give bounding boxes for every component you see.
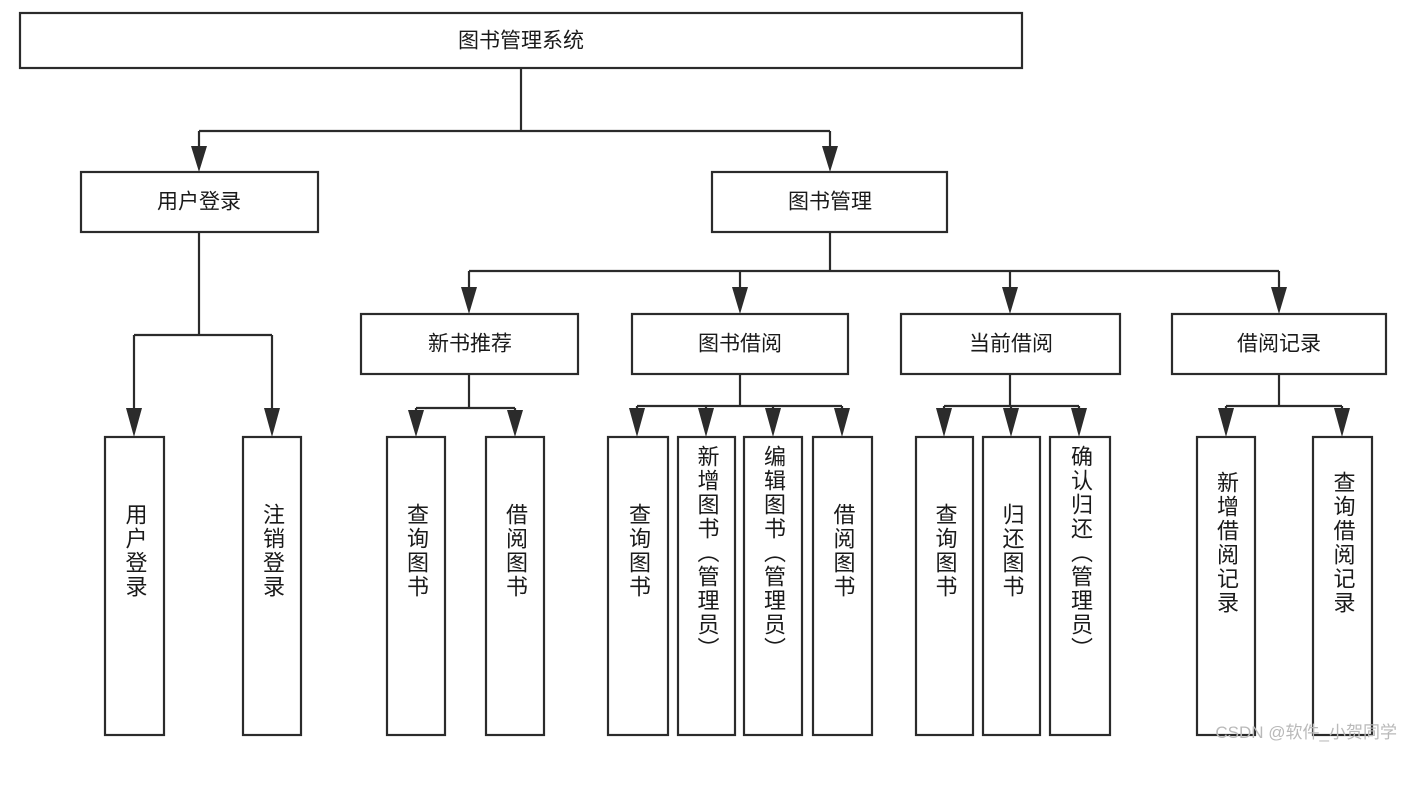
node-new-book-rec-box[interactable] <box>359 312 580 376</box>
connector-layer <box>126 68 1350 437</box>
node-leaf-cur-confirm-return-box[interactable] <box>1048 435 1112 737</box>
node-leaf-user-login-box[interactable] <box>103 435 166 737</box>
node-leaf-rec-add-record-box[interactable] <box>1195 435 1257 737</box>
arrowhead-user-login <box>191 146 207 172</box>
arrowhead-leaf-cur-return-book <box>1003 408 1019 437</box>
node-book-borrow-box[interactable] <box>630 312 850 376</box>
leaf-box-layer <box>103 435 1374 737</box>
node-book-borrow-label: 图书借阅 <box>698 333 782 356</box>
arrowhead-new-book-rec <box>461 287 477 314</box>
arrowhead-leaf-borrow-borrow-book <box>834 408 850 437</box>
arrowhead-leaf-cur-query-book <box>936 408 952 437</box>
node-leaf-rec-query-record-box[interactable] <box>1311 435 1374 737</box>
node-leaf-user-logout-box[interactable] <box>241 435 303 737</box>
node-book-manage-label: 图书管理 <box>788 191 872 214</box>
node-book-manage-box[interactable] <box>710 170 949 234</box>
csdn-watermark: CSDN @软件_小贺同学 <box>1215 723 1397 742</box>
arrowhead-leaf-cur-confirm-return <box>1071 408 1087 437</box>
arrowhead-leaf-user-logout <box>264 408 280 437</box>
node-leaf-cur-query-book-box[interactable] <box>914 435 975 737</box>
arrowhead-leaf-borrow-edit-book <box>765 408 781 437</box>
node-root-label: 图书管理系统 <box>458 30 584 53</box>
flowchart-canvas: 图书管理系统 用户登录 图书管理 新书推荐 图书借阅 当前借阅 借阅记录 <box>18 11 1397 742</box>
node-current-borrow[interactable]: 当前借阅 <box>899 312 1122 376</box>
node-book-borrow[interactable]: 图书借阅 <box>630 312 850 376</box>
node-new-book-rec-label: 新书推荐 <box>428 333 512 356</box>
node-book-manage[interactable]: 图书管理 <box>710 170 949 234</box>
arrowhead-book-borrow <box>732 287 748 314</box>
arrowhead-leaf-rec-borrow-book <box>507 410 523 437</box>
arrowhead-leaf-rec-query-record <box>1334 408 1350 437</box>
node-leaf-borrow-query-book-box[interactable] <box>606 435 670 737</box>
arrowhead-leaf-borrow-add-book <box>698 408 714 437</box>
node-borrow-record[interactable]: 借阅记录 <box>1170 312 1388 376</box>
node-leaf-borrow-borrow-book-box[interactable] <box>811 435 874 737</box>
arrowhead-book-manage <box>822 146 838 172</box>
node-borrow-record-label: 借阅记录 <box>1237 333 1321 356</box>
node-borrow-record-box[interactable] <box>1170 312 1388 376</box>
arrowhead-borrow-record <box>1271 287 1287 314</box>
flowchart-svg: 图书管理系统 用户登录 图书管理 新书推荐 图书借阅 当前借阅 借阅记录 <box>18 11 1388 737</box>
node-current-borrow-label: 当前借阅 <box>969 333 1053 356</box>
arrowhead-leaf-rec-query-book <box>408 410 424 437</box>
arrowhead-leaf-borrow-query-book <box>629 408 645 437</box>
node-leaf-borrow-add-book-box[interactable] <box>676 435 737 737</box>
arrowhead-leaf-rec-add-record <box>1218 408 1234 437</box>
node-leaf-borrow-edit-book-box[interactable] <box>742 435 804 737</box>
node-new-book-rec[interactable]: 新书推荐 <box>359 312 580 376</box>
node-leaf-rec-borrow-book-box[interactable] <box>484 435 546 737</box>
node-leaf-cur-return-book-box[interactable] <box>981 435 1042 737</box>
node-leaf-rec-query-book-box[interactable] <box>385 435 447 737</box>
arrowhead-leaf-user-login <box>126 408 142 437</box>
node-root-box[interactable] <box>18 11 1024 70</box>
node-root[interactable]: 图书管理系统 <box>18 11 1024 70</box>
node-user-login-box[interactable] <box>79 170 320 234</box>
node-user-login[interactable]: 用户登录 <box>79 170 320 234</box>
arrowhead-current-borrow <box>1002 287 1018 314</box>
node-current-borrow-box[interactable] <box>899 312 1122 376</box>
node-user-login-label: 用户登录 <box>157 191 241 214</box>
